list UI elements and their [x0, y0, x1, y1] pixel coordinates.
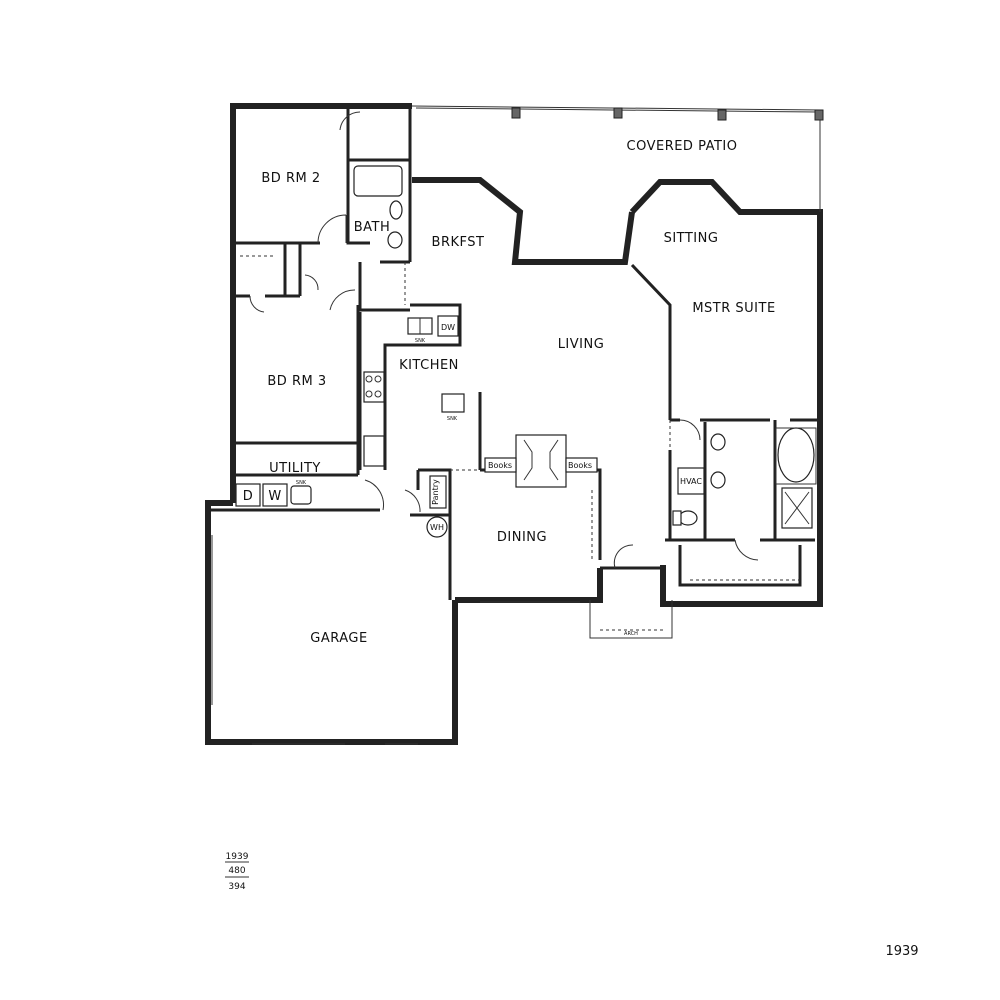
plan-number: 1939 [885, 944, 918, 959]
room-label-sitting: SITTING [664, 231, 719, 246]
square-footage-stats: 1939 480 394 [225, 852, 249, 892]
room-label-mstr-suite: MSTR SUITE [692, 301, 775, 316]
interior-walls [210, 106, 820, 639]
living-sqft: 1939 [226, 852, 249, 862]
books-left-label: Books [488, 461, 512, 470]
dashed-lines [240, 255, 800, 631]
dishwasher-label: DW [441, 323, 455, 332]
washer-label: W [268, 489, 281, 504]
garage-sqft: 480 [228, 866, 245, 876]
pantry-label: Pantry [431, 479, 440, 505]
utility-sink-label: SNK [296, 480, 307, 486]
room-label-living: LIVING [558, 337, 605, 352]
patio-sqft: 394 [228, 882, 245, 892]
arch-label: ARCH [624, 631, 638, 637]
books-right-label: Books [568, 461, 592, 470]
water-heater-label: WH [430, 523, 444, 532]
room-label-bd-rm-3: BD RM 3 [267, 374, 326, 389]
room-label-dining: DINING [497, 530, 547, 545]
dryer-label: D [243, 489, 254, 504]
door-swings [249, 111, 759, 569]
room-label-utility: UTILITY [269, 461, 321, 476]
room-label-kitchen: KITCHEN [399, 358, 459, 373]
island-sink-label: SNK [447, 416, 458, 422]
fixtures [235, 165, 817, 538]
room-label-bath: BATH [354, 220, 391, 235]
exterior-walls [205, 103, 823, 745]
patio-posts [511, 107, 824, 121]
hvac-label: HVAC [680, 477, 702, 486]
room-label-covered-patio: COVERED PATIO [627, 139, 738, 154]
room-label-garage: GARAGE [310, 631, 367, 646]
kitchen-sink-label: SNK [415, 338, 426, 344]
room-label-bd-rm-2: BD RM 2 [261, 171, 320, 186]
garage-openings [211, 535, 580, 745]
room-label-brkfst: BRKFST [432, 235, 485, 250]
